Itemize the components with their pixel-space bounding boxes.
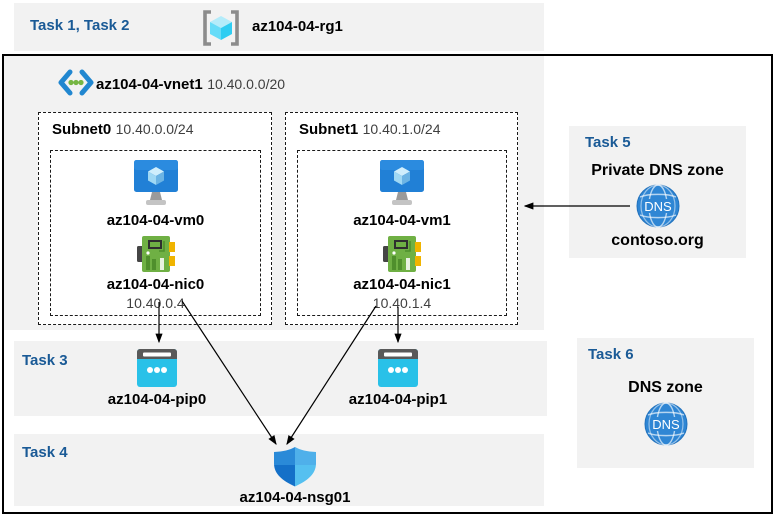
task3-strip: Task 3 az104-04-pip0 az104-04-pip1 (14, 341, 547, 416)
resource-group-strip: Task 1, Task 2 az104-04-rg1 (14, 3, 544, 51)
pip1-name: az104-04-pip1 (348, 391, 448, 408)
resource-group-name: az104-04-rg1 (252, 18, 343, 35)
public-ip-icon (137, 349, 177, 387)
virtual-machine-icon (380, 160, 424, 205)
network-security-group-shield-icon (274, 447, 316, 487)
nic0-name: az104-04-nic0 (106, 276, 205, 293)
vnet-name: az104-04-vnet1 (96, 76, 203, 93)
private-dns-zone-title: Private DNS zone (591, 162, 724, 179)
network-interface-icon (383, 236, 421, 272)
subnet1-cidr: 10.40.1.0/24 (362, 121, 441, 137)
task5-box: Task 5 Private DNS zone DNS contoso.org (569, 126, 746, 258)
subnet0-box: Subnet0 10.40.0.0/24 az104-04-vm0 (38, 112, 272, 325)
virtual-network-icon (58, 69, 94, 96)
dns-badge-text: DNS (644, 199, 672, 214)
pip0-group: az104-04-pip0 (93, 349, 221, 408)
network-interface-icon (136, 236, 175, 272)
vnet-title: az104-04-vnet1 10.40.0.0/20 (96, 76, 285, 94)
diagram-outer-frame (2, 54, 773, 514)
nic1-private-ip: 10.40.1.4 (372, 295, 432, 311)
dns-zone-icon: DNS (644, 402, 687, 446)
dns-badge-text: DNS (652, 417, 680, 432)
task3-label: Task 3 (22, 352, 68, 369)
nsg-name: az104-04-nsg01 (239, 489, 351, 506)
pip0-name: az104-04-pip0 (107, 391, 207, 408)
subnet1-name: Subnet1 (299, 121, 359, 138)
subnet0-name: Subnet0 (52, 121, 112, 138)
task6-content: DNS zone DNS (577, 379, 754, 446)
virtual-machine-icon (133, 160, 178, 205)
task5-content: Private DNS zone DNS contoso.org (569, 162, 746, 250)
nic1-name: az104-04-nic1 (353, 276, 451, 293)
vm1-unit-box: az104-04-vm1 az104-04-nic1 10.40.1.4 (297, 150, 507, 316)
vm0-unit-box: az104-04-vm0 az104-04-nic0 10.40.0.4 (50, 150, 261, 316)
dns-zone-icon: DNS (636, 184, 679, 228)
nic0-private-ip: 10.40.0.4 (126, 295, 185, 311)
subnet1-header: Subnet1 10.40.1.0/24 (299, 121, 441, 139)
vnet-panel: az104-04-vnet1 10.40.0.0/20 Subnet0 10.4… (4, 56, 544, 330)
private-dns-zone-name: contoso.org (611, 232, 704, 249)
task6-box: Task 6 DNS zone DNS (577, 338, 754, 468)
resource-group-icon (203, 10, 239, 46)
public-ip-icon (378, 349, 418, 387)
subnet0-cidr: 10.40.0.0/24 (115, 121, 194, 137)
subnet0-header: Subnet0 10.40.0.0/24 (52, 121, 194, 139)
task4-label: Task 4 (22, 444, 68, 461)
tasks-1-2-label: Task 1, Task 2 (30, 17, 130, 34)
vm1-name: az104-04-vm1 (353, 212, 451, 229)
vnet-cidr: 10.40.0.0/20 (207, 76, 286, 92)
dns-zone-title: DNS zone (628, 379, 703, 396)
task4-strip: Task 4 az104-04-nsg01 (14, 434, 544, 506)
vm0-name: az104-04-vm0 (106, 212, 205, 229)
pip1-group: az104-04-pip1 (334, 349, 462, 408)
subnet1-box: Subnet1 10.40.1.0/24 az104-04-vm1 (285, 112, 518, 325)
task5-label: Task 5 (585, 134, 631, 151)
nsg-group: az104-04-nsg01 (217, 447, 373, 506)
task6-label: Task 6 (588, 346, 634, 363)
